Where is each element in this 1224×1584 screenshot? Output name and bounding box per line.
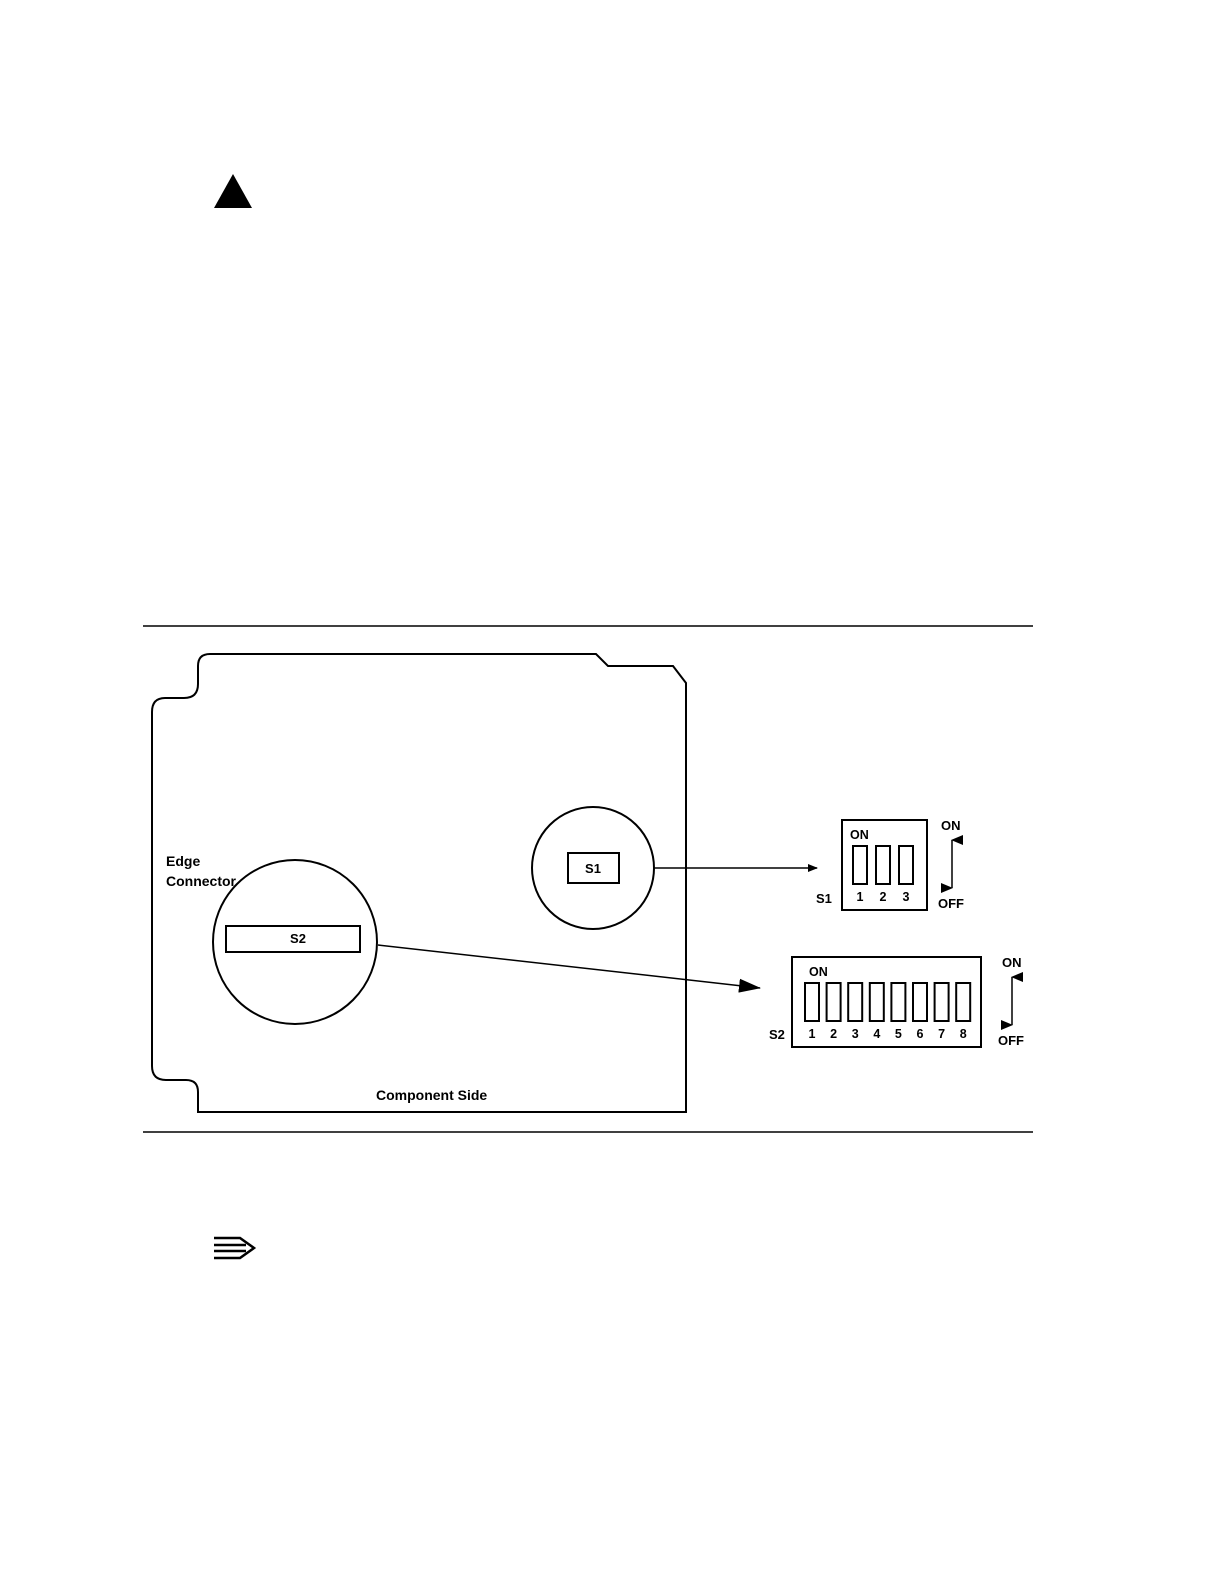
s2-on-label: ON xyxy=(809,965,828,979)
s2-direction-on-label: ON xyxy=(1002,955,1022,970)
s2-position-number-6: 6 xyxy=(917,1027,924,1041)
s2-leader-arrow xyxy=(378,945,760,988)
s1-toggle-2 xyxy=(876,846,890,884)
s2-board-label: S2 xyxy=(290,931,306,946)
s1-dip-switch-detail: ON 1 2 3 S1 ON OFF xyxy=(816,818,964,911)
s1-board-label: S1 xyxy=(585,861,601,876)
s2-position-number-1: 1 xyxy=(809,1027,816,1041)
s1-toggle-1 xyxy=(853,846,867,884)
s2-toggle-3 xyxy=(848,983,862,1021)
s1-direction-off-label: OFF xyxy=(938,896,964,911)
s2-toggle-5 xyxy=(891,983,905,1021)
s1-direction-on-label: ON xyxy=(941,818,961,833)
s2-toggle-1 xyxy=(805,983,819,1021)
s1-toggle-3 xyxy=(899,846,913,884)
s2-position-number-8: 8 xyxy=(960,1027,967,1041)
s2-switch-name: S2 xyxy=(769,1027,785,1042)
s2-position-number-7: 7 xyxy=(938,1027,945,1041)
s1-on-label: ON xyxy=(850,828,869,842)
s1-position-number-3: 3 xyxy=(903,890,910,904)
s2-position-number-5: 5 xyxy=(895,1027,902,1041)
s1-position-number-2: 2 xyxy=(880,890,887,904)
s2-toggle-7 xyxy=(935,983,949,1021)
s2-direction-off-label: OFF xyxy=(998,1033,1024,1048)
edge-connector-label-line2: Connector xyxy=(166,873,237,889)
s2-toggle-4 xyxy=(870,983,884,1021)
s2-toggle-6 xyxy=(913,983,927,1021)
s1-position-number-1: 1 xyxy=(857,890,864,904)
s2-position-number-4: 4 xyxy=(873,1027,880,1041)
edge-connector-label-line1: Edge xyxy=(166,853,200,869)
s2-position-number-3: 3 xyxy=(852,1027,859,1041)
s2-position-number-2: 2 xyxy=(830,1027,837,1041)
component-side-label: Component Side xyxy=(376,1087,487,1103)
s2-toggle-8 xyxy=(956,983,970,1021)
s1-switch-name: S1 xyxy=(816,891,832,906)
s2-toggle-2 xyxy=(827,983,841,1021)
